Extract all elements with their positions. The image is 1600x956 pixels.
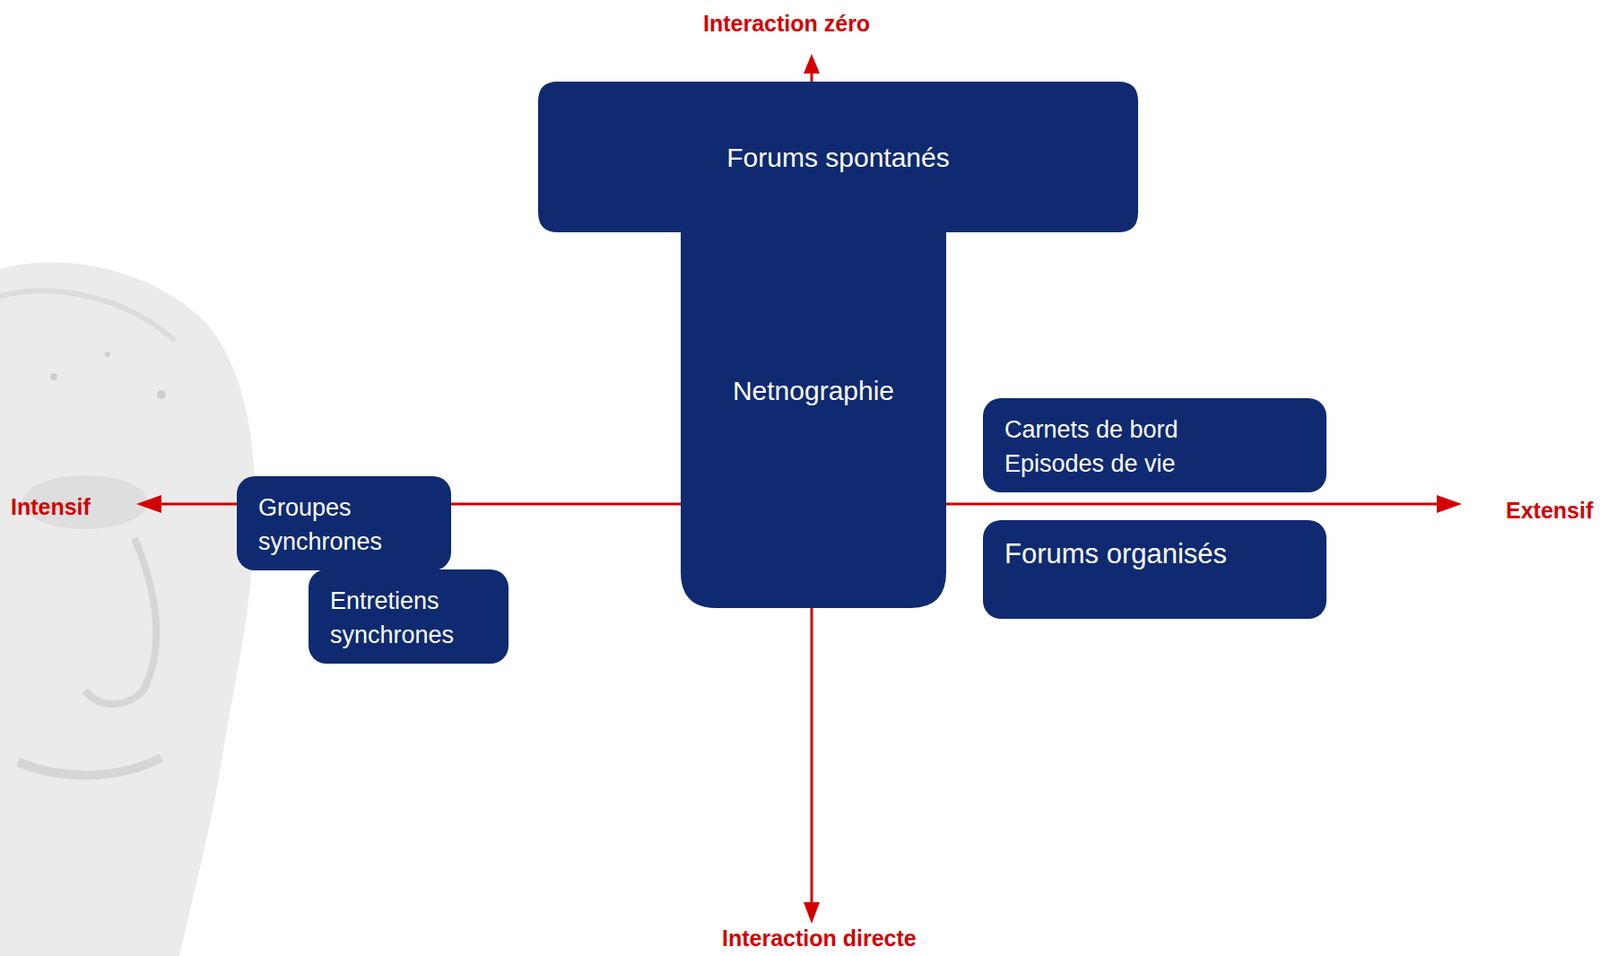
axis-label: Interaction zéro [703,9,870,37]
node-text: Groupes synchrones [258,490,434,560]
head-texture [156,390,166,400]
head-contour [0,290,175,341]
axis-label: Extensif [1505,496,1593,524]
node-text: Forums organisés [1004,534,1309,574]
node-text: Entretiens synchrones [330,583,491,653]
head-shape [0,262,255,956]
head-mouth [17,757,162,775]
head-texture [104,351,111,357]
head-texture [50,373,58,381]
axis-label: Interaction directe [721,924,917,952]
axis-arrowhead [136,495,162,514]
node-text: Carnets de bord [1004,412,1309,447]
node-heading: Forums spontanés [538,139,1139,178]
axis-arrowhead [803,902,820,924]
method-box: Forums organisés [982,520,1327,619]
node-text: Netnographie [680,372,947,411]
axis-label: Intensif [10,493,91,521]
method-box: Carnets de bordEpisodes de vie [982,398,1327,493]
axis-arrowhead [1436,495,1462,514]
method-box: Entretiens synchrones [308,569,509,664]
head-nose [85,538,157,705]
axis-arrowhead [803,53,820,74]
node-text: Episodes de vie [1004,446,1309,481]
method-box: Groupes synchrones [236,476,452,571]
